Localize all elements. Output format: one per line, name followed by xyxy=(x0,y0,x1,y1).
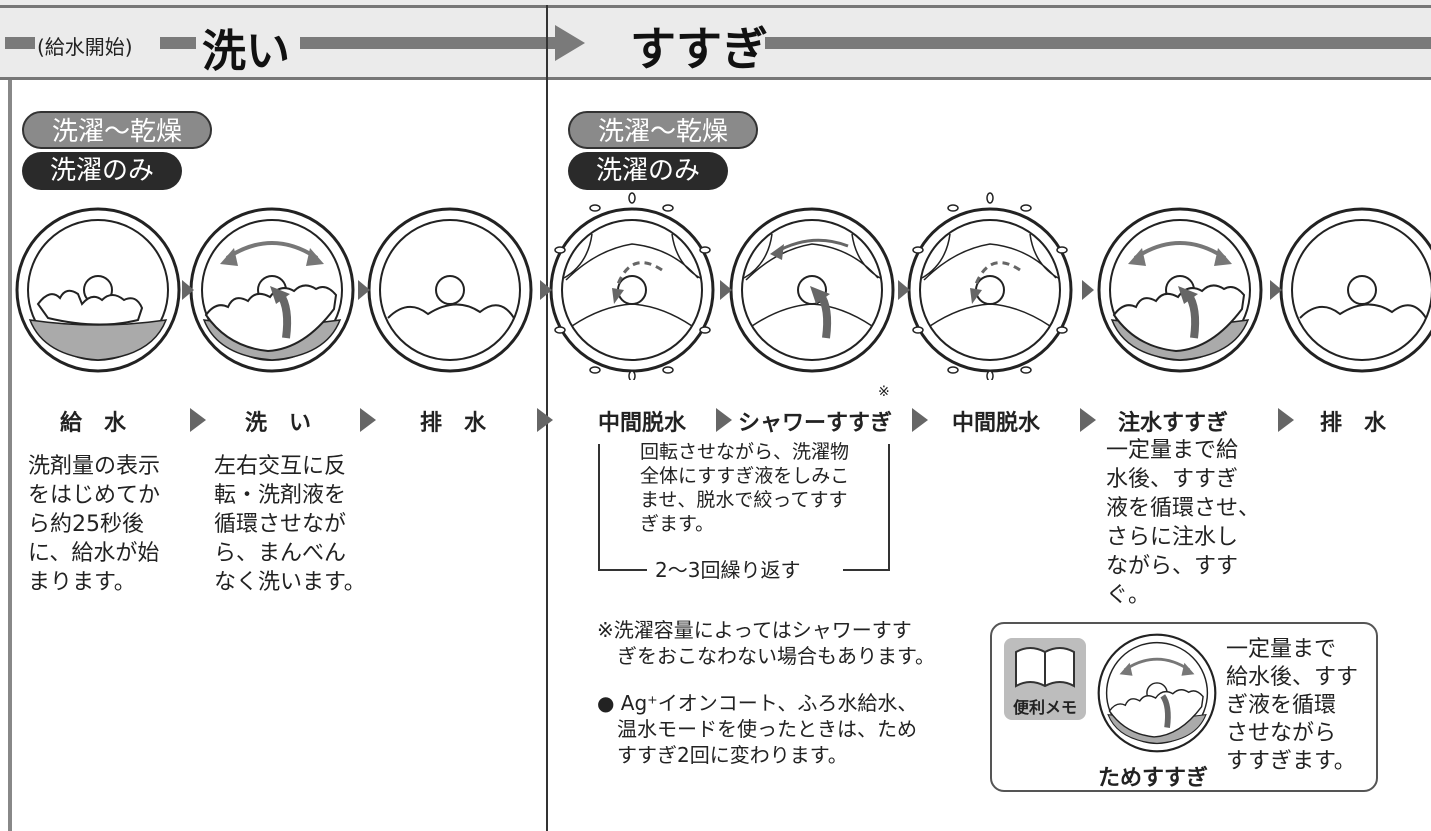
ag-ion-note: ● Ag⁺イオンコート、ふろ水給水、 温水モードを使ったときは、ため すすぎ2回… xyxy=(597,691,918,767)
drum-drain xyxy=(1279,207,1431,373)
step-arrows xyxy=(182,280,1282,300)
wash-title: 洗い xyxy=(202,26,290,77)
inject-rinse-description: 一定量まで給水後、すすぎ液を循環させ、さらに注水しながら、すすぐ。 xyxy=(1106,438,1261,608)
pill-wash-dry: 洗濯〜乾燥 xyxy=(22,111,212,149)
step-label-arrows xyxy=(190,408,553,432)
header-bar xyxy=(765,37,1431,49)
memo-badge: 便利メモ xyxy=(1004,638,1086,720)
drum-spin xyxy=(907,207,1073,373)
memo-box xyxy=(990,622,1378,792)
step-spin-label: 中間脱水 xyxy=(598,411,687,436)
rinse-title: すすぎ xyxy=(630,22,768,76)
left-border xyxy=(8,80,12,831)
supply-description: 洗剤量の表示をはじめてから約25秒後に、給水が始まります。 xyxy=(28,454,161,595)
drum-drain xyxy=(367,207,533,373)
pill-wash-only: 洗濯のみ xyxy=(568,152,728,190)
drum-inject-rinse xyxy=(1097,207,1263,373)
step-supply-label: 給 水 xyxy=(60,411,127,436)
step-drain-label: 排 水 xyxy=(420,411,487,436)
step-label-arrows xyxy=(716,408,1294,432)
memo-title: ためすすぎ xyxy=(1098,766,1209,791)
drum-wash xyxy=(189,207,355,373)
header-bar xyxy=(300,37,555,49)
arrow-right-icon xyxy=(555,25,585,61)
drum-spin xyxy=(549,207,715,373)
step-shower-rinse-label: シャワーすすぎ xyxy=(738,411,893,436)
step-drain-label: 排 水 xyxy=(1320,411,1387,436)
memo-description: 一定量まで給水後、すすぎ液を循環させながらすすぎます。 xyxy=(1226,637,1359,774)
drum-supply xyxy=(15,207,181,373)
drum-sequence-illustration xyxy=(15,192,1431,380)
step-spin-label: 中間脱水 xyxy=(952,411,1041,436)
supply-start-label: (給水開始) xyxy=(37,35,133,59)
drum-tame-rinse xyxy=(1097,633,1217,753)
droplets xyxy=(554,192,1068,380)
header-top-rule xyxy=(0,5,1431,8)
pill-wash-dry: 洗濯〜乾燥 xyxy=(568,111,758,149)
asterisk-mark: ※ xyxy=(878,384,890,400)
repeat-label: 2〜3回繰り返す xyxy=(655,558,801,582)
memo-label: 便利メモ xyxy=(1012,698,1077,717)
shower-rinse-description: 回転させながら、洗濯物全体にすすぎ液をしみこませ、脱水で絞ってすすぎます。 xyxy=(640,441,850,535)
header-bar xyxy=(5,37,35,49)
header-bottom-rule xyxy=(0,77,1431,80)
capacity-note: ※洗濯容量によってはシャワーすす ぎをおこなわない場合もあります。 xyxy=(597,618,935,668)
drum-shower-rinse xyxy=(729,207,895,373)
step-wash-label: 洗 い xyxy=(245,411,312,436)
book-icon xyxy=(1015,647,1075,688)
wash-description: 左右交互に反転・洗剤液を循環させながら、まんべんなく洗います。 xyxy=(214,454,366,595)
header-bar xyxy=(160,37,196,49)
step-inject-rinse-label: 注水すすぎ xyxy=(1118,411,1229,436)
repeat-bracket xyxy=(598,444,890,571)
header-band: (給水開始) 洗い すすぎ xyxy=(0,0,1431,80)
pill-wash-only: 洗濯のみ xyxy=(22,152,182,190)
